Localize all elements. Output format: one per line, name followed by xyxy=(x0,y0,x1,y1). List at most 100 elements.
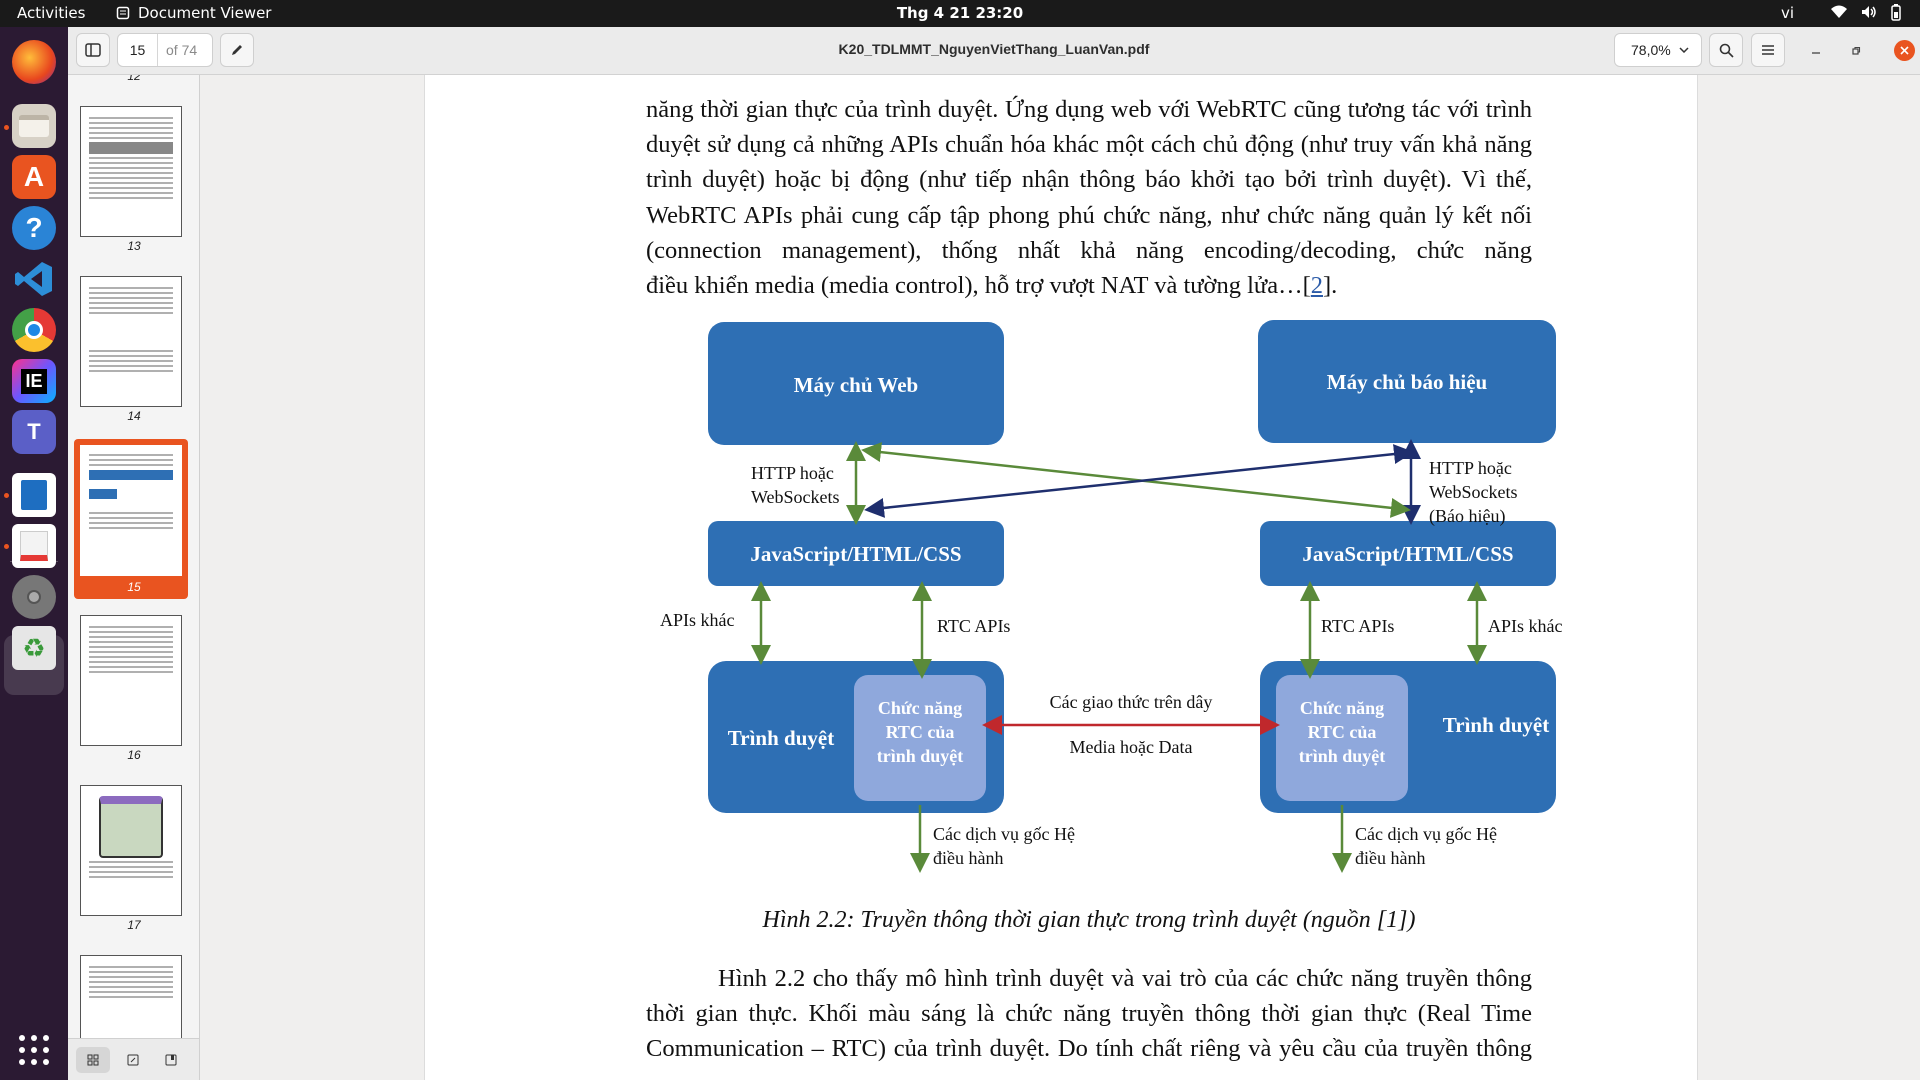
paragraph: năng thời gian thực của trình duyệt. Ứng… xyxy=(646,92,1532,303)
wire-protocols-label: Các giao thức trên dây xyxy=(1050,692,1213,712)
web-server-label: Máy chủ Web xyxy=(794,373,918,397)
annotate-button[interactable] xyxy=(220,33,254,67)
os-services-left-2: điều hành xyxy=(933,848,1003,868)
writer-running-indicator xyxy=(4,493,9,498)
page-thumbnail[interactable] xyxy=(80,106,182,237)
sidebar-view-switcher xyxy=(68,1038,199,1080)
wifi-icon xyxy=(1831,5,1847,18)
maximize-button[interactable] xyxy=(1846,41,1866,61)
thumbnail-label: 15 xyxy=(127,580,141,594)
page-thumbnail[interactable] xyxy=(80,276,182,407)
rtc-func-line3-left: trình duyệt xyxy=(877,746,964,766)
rtc-func-line1-left: Chức năng xyxy=(878,698,962,718)
thumbnail-label: 14 xyxy=(127,409,141,423)
activities-button[interactable]: Activities xyxy=(17,4,86,22)
paragraph-text: Hình 2.2 cho thấy mô hình trình duyệt và… xyxy=(646,965,1532,1063)
battery-icon xyxy=(1891,4,1901,21)
web-server-box xyxy=(708,322,1004,445)
annotation-icon xyxy=(127,1054,139,1066)
minimize-icon xyxy=(1812,52,1820,54)
input-language[interactable]: vi xyxy=(1781,4,1795,22)
maximize-icon xyxy=(1852,46,1861,55)
signal-server-label: Máy chủ báo hiệu xyxy=(1327,370,1488,394)
thumbnail-label: 13 xyxy=(127,239,141,253)
disc-icon[interactable] xyxy=(12,575,56,619)
thumbnail-label: 12 xyxy=(127,75,141,83)
clock[interactable]: Thg 4 21 23:20 xyxy=(896,4,1024,22)
writer-icon[interactable] xyxy=(12,473,56,517)
top-bar: Activities Document Viewer Thg 4 21 23:2… xyxy=(0,0,1920,27)
search-icon xyxy=(1719,43,1734,58)
close-icon xyxy=(1900,46,1909,55)
sidebar-toggle-button[interactable] xyxy=(76,33,110,67)
chevron-down-icon xyxy=(1679,47,1689,53)
page-thumbnail[interactable] xyxy=(80,615,182,746)
os-services-right-2: điều hành xyxy=(1355,848,1425,868)
app-menu[interactable]: Document Viewer xyxy=(116,4,271,22)
page-thumbnail-current[interactable] xyxy=(80,445,182,576)
rtc-func-line2-right: RTC của xyxy=(1308,722,1377,742)
document-view[interactable]: năng thời gian thực của trình duyệt. Ứng… xyxy=(201,75,1920,1080)
system-tray[interactable] xyxy=(1830,3,1902,21)
document-title: K20_TDLMMT_NguyenVietThang_LuanVan.pdf xyxy=(838,41,1150,57)
trash-icon[interactable]: ♻ xyxy=(12,626,56,670)
chrome-icon[interactable] xyxy=(12,308,56,352)
app-name: Document Viewer xyxy=(138,4,272,22)
firefox-icon[interactable] xyxy=(12,40,56,84)
teams-icon[interactable]: T xyxy=(12,410,56,454)
document-viewer-running-indicator xyxy=(4,544,9,549)
vscode-icon[interactable] xyxy=(12,257,56,301)
paragraph-punct: ]. xyxy=(1323,272,1338,300)
search-button[interactable] xyxy=(1709,33,1743,67)
document-viewer-icon xyxy=(116,6,130,20)
figure-caption: Hình 2.2: Truyền thông thời gian thực tr… xyxy=(762,907,1416,933)
hamburger-icon xyxy=(1762,45,1774,55)
book-icon xyxy=(165,1054,177,1066)
pdf-page: năng thời gian thực của trình duyệt. Ứng… xyxy=(424,75,1698,1080)
media-data-label: Media hoặc Data xyxy=(1070,737,1193,757)
minimize-button[interactable] xyxy=(1806,41,1826,61)
webrtc-diagram: Máy chủ Web Máy chủ báo hiệu JavaScript/… xyxy=(660,320,1563,873)
os-services-left-1: Các dịch vụ gốc Hệ xyxy=(933,824,1075,844)
rtc-apis-right: RTC APIs xyxy=(1321,616,1394,636)
total-pages: of 74 xyxy=(166,42,198,58)
paragraph-text-end: điều khiển media (media control), hỗ trợ… xyxy=(646,272,1311,300)
http-left-2: WebSockets xyxy=(751,487,840,507)
http-right-3: (Báo hiệu) xyxy=(1429,506,1505,527)
zoom-dropdown[interactable]: 78,0% xyxy=(1614,33,1702,67)
files-icon[interactable] xyxy=(12,104,56,148)
js-box-left xyxy=(708,521,1004,586)
browser-label-right: Trình duyệt xyxy=(1443,713,1549,737)
sidebar-icon xyxy=(85,43,101,57)
annotations-tab[interactable] xyxy=(116,1047,150,1073)
document-viewer-dock-icon[interactable] xyxy=(12,524,56,568)
thumbnail-sidebar: 12 13 14 15 16 17 xyxy=(68,75,200,1080)
help-icon[interactable]: ? xyxy=(12,206,56,250)
js-label-right: JavaScript/HTML/CSS xyxy=(1302,542,1513,566)
volume-icon xyxy=(1862,6,1876,18)
paragraph: Hình 2.2 cho thấy mô hình trình duyệt và… xyxy=(646,961,1532,1067)
header-bar: 15 of 74 K20_TDLMMT_NguyenVietThang_Luan… xyxy=(68,27,1920,75)
page-number-entry[interactable]: 15 of 74 xyxy=(117,33,213,67)
thumbnails-tab[interactable] xyxy=(76,1047,110,1073)
show-apps-icon[interactable] xyxy=(12,1028,56,1072)
signal-server-box xyxy=(1258,320,1556,443)
http-right-2: WebSockets xyxy=(1429,482,1518,502)
paragraph-last-line: điều khiển media (media control), hỗ trợ… xyxy=(646,268,1532,303)
rtc-func-line2-left: RTC của xyxy=(886,722,955,742)
page-thumbnail[interactable] xyxy=(80,785,182,916)
os-services-right-1: Các dịch vụ gốc Hệ xyxy=(1355,824,1497,844)
main-menu-button[interactable] xyxy=(1751,33,1785,67)
rtc-apis-left: RTC APIs xyxy=(937,616,1010,636)
close-button[interactable] xyxy=(1894,40,1915,61)
js-box-right xyxy=(1260,521,1556,586)
thumbnail-label: 17 xyxy=(127,918,141,932)
rtc-function-box-left xyxy=(854,675,986,801)
app-center-icon[interactable]: A xyxy=(12,155,56,199)
thumbnail-label: 16 xyxy=(127,748,141,762)
current-page[interactable]: 15 xyxy=(118,34,158,66)
intellij-icon[interactable]: IE xyxy=(12,359,56,403)
dock: A ? IE T ♻ xyxy=(0,27,68,1080)
bookmarks-tab[interactable] xyxy=(154,1047,188,1073)
citation-link[interactable]: 2 xyxy=(1310,272,1323,300)
